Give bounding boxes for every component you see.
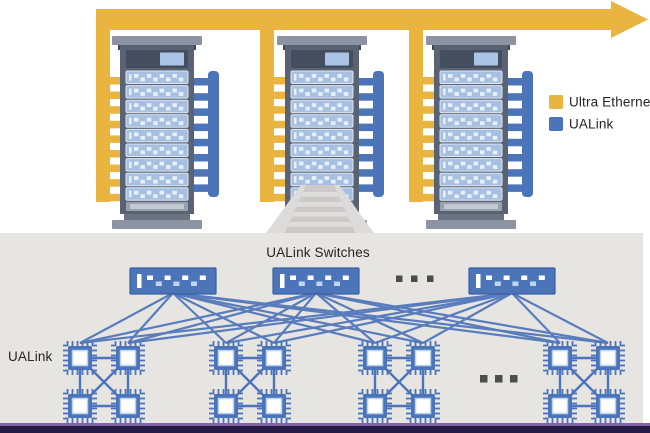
server-unit: [290, 85, 354, 99]
rack-header-unit: [126, 50, 188, 68]
server-unit: [439, 158, 503, 172]
server-unit: [125, 114, 189, 128]
server-unit: [290, 70, 354, 84]
rack-header-unit: [291, 50, 353, 68]
server-unit: [125, 143, 189, 157]
legend-swatch-ultra-ethernet: [549, 95, 563, 109]
chip-cluster: [358, 341, 440, 423]
server-unit: [290, 114, 354, 128]
ualink-switch: [129, 267, 217, 295]
gpu-chip: [406, 341, 440, 375]
server-unit: [125, 85, 189, 99]
server-unit: [439, 114, 503, 128]
server-unit: [125, 158, 189, 172]
legend-label-ualink: UALink: [569, 117, 614, 132]
ultra-ethernet-ladder: [409, 29, 442, 202]
ualink-switches-label: UALink Switches: [266, 245, 370, 260]
gpu-chip: [63, 341, 97, 375]
server-rack: [112, 36, 202, 229]
server-unit: [439, 70, 503, 84]
ultra-ethernet-backbone-arrow: [96, 1, 648, 38]
gpu-chip: [543, 389, 577, 423]
gpu-chip: [111, 389, 145, 423]
ultra-ethernet-ladder: [96, 9, 128, 202]
gpu-chip: [591, 341, 625, 375]
server-unit: [439, 99, 503, 114]
server-unit: [439, 187, 503, 201]
magnify-funnel: [266, 185, 374, 233]
ualink-ladder: [504, 71, 533, 197]
gpu-chip: [406, 389, 440, 423]
gpu-chip: [257, 389, 291, 423]
ualink-switch: [272, 267, 360, 295]
gpu-chip: [591, 389, 625, 423]
server-unit: [290, 143, 354, 157]
gpu-chip: [209, 341, 243, 375]
server-unit: [290, 99, 354, 114]
gpu-chip: [63, 389, 97, 423]
server-unit: [290, 172, 354, 187]
server-rack: [426, 36, 516, 229]
server-unit: [439, 143, 503, 157]
switch-chip-links: [79, 291, 609, 345]
footer-bar: [0, 426, 650, 433]
gpu-chip: [111, 341, 145, 375]
gpu-chip: [209, 389, 243, 423]
gpu-chip: [358, 341, 392, 375]
ultra-ethernet-ladder: [260, 29, 293, 202]
ualink-ladder: [190, 71, 219, 197]
ualink-switch: [468, 267, 556, 295]
server-unit: [290, 158, 354, 172]
server-unit: [290, 128, 354, 143]
server-unit: [439, 128, 503, 143]
gpu-chip: [257, 341, 291, 375]
server-unit: [125, 128, 189, 143]
ualink-left-label: UALink: [8, 349, 53, 364]
chip-cluster: [209, 341, 291, 423]
gpu-chip: [543, 341, 577, 375]
server-unit: [439, 85, 503, 99]
ellipsis-dots-switches: [396, 275, 434, 282]
server-unit: [125, 70, 189, 84]
rack-header-unit: [440, 50, 502, 68]
gpu-chip: [358, 389, 392, 423]
server-rack: [277, 36, 367, 229]
server-unit: [125, 187, 189, 201]
ellipsis-dots-chips: [480, 375, 518, 383]
footer-accent-line: [0, 423, 650, 426]
server-unit: [125, 99, 189, 114]
chip-cluster: [63, 341, 145, 423]
legend-label-ultra-ethernet: Ultra Ethernet: [569, 95, 650, 110]
server-unit: [125, 172, 189, 187]
ualink-ladder: [355, 71, 384, 197]
server-unit: [439, 172, 503, 187]
chip-cluster: [543, 341, 625, 423]
legend-swatch-ualink: [549, 117, 563, 131]
